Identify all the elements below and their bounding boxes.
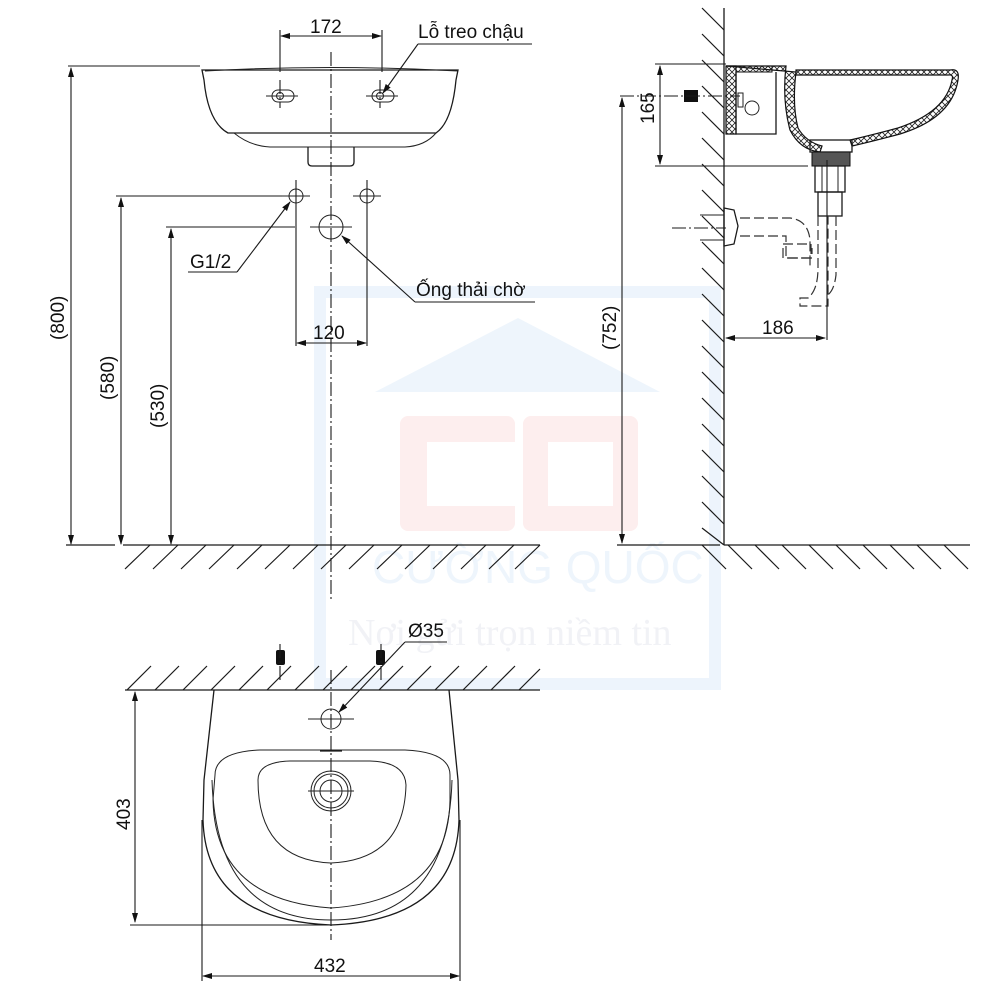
dim-403: 403 (114, 798, 135, 830)
dim-530: (530) (148, 384, 169, 428)
watermark-slogan: Nơi gửi trọn niềm tin (348, 612, 672, 654)
dim-800: (800) (48, 296, 69, 340)
hanging-hole-left (266, 80, 298, 108)
dim-752: (752) (600, 306, 621, 350)
basin-bowl (212, 749, 451, 909)
wall-hatch-top (126, 665, 541, 691)
supply-point-left (282, 180, 310, 346)
callout-tap-hole: Ø35 (408, 621, 444, 642)
watermark-frame (314, 286, 721, 690)
wall-hatch (701, 7, 725, 546)
floor-hatch-front (66, 544, 541, 570)
dim-186: 186 (762, 318, 794, 339)
wall-flange (723, 207, 739, 247)
callout-hanging-holes: Lỗ treo chậu (418, 21, 524, 43)
basin-section-bowl (795, 69, 959, 147)
watermark-brand: CƯỜNG QUỐC (372, 541, 704, 593)
top-view: Ø35 403 432 (114, 621, 541, 981)
dim-432: 432 (314, 956, 346, 977)
front-view: 172 Lỗ treo chậu (48, 17, 541, 600)
watermark-roof-icon (375, 318, 660, 392)
side-view: 165 (752) 186 (600, 7, 970, 570)
supply-point-right (353, 180, 381, 346)
dim-120: 120 (313, 323, 345, 344)
dim-165: 165 (638, 92, 659, 124)
floor-hatch-side (701, 544, 969, 570)
dim-580: (580) (98, 356, 119, 400)
p-trap (799, 216, 829, 307)
drain-point (310, 214, 352, 240)
callout-drain: Ống thải chờ (416, 279, 526, 301)
basin-section-back-wall (725, 65, 823, 153)
dim-172: 172 (310, 17, 342, 38)
hanging-hole-right (366, 80, 398, 108)
basin-front-outline (201, 69, 459, 134)
callout-g12: G1/2 (190, 252, 231, 273)
